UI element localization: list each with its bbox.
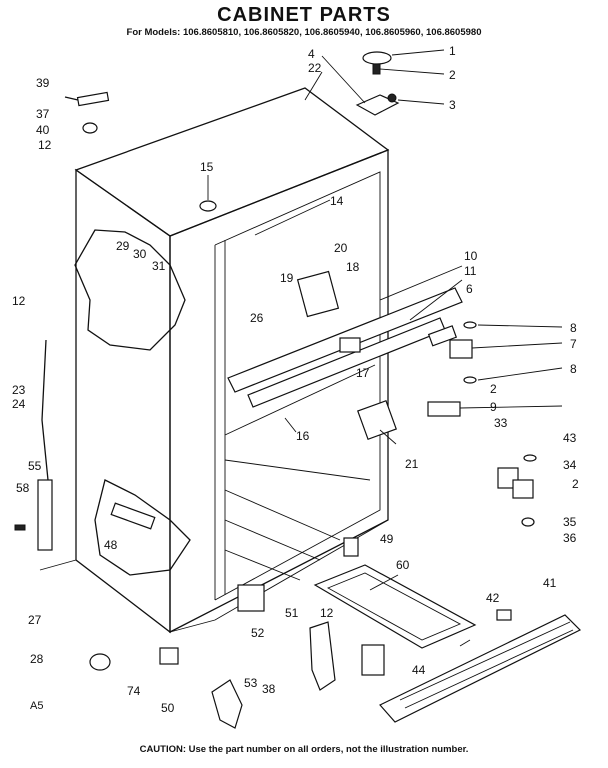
callout-12-left: 12 <box>12 294 26 308</box>
callout-36: 36 <box>563 531 577 545</box>
callout-7: 7 <box>570 337 577 351</box>
bottom-hinge-parts <box>497 454 537 527</box>
callout-44: 44 <box>412 663 426 677</box>
model-list: For Models: 106.8605810, 106.8605820, 10… <box>126 27 482 38</box>
callout-26: 26 <box>250 311 264 325</box>
callout-2: 2 <box>449 68 456 82</box>
cabinet-body <box>39 87 390 634</box>
callout-53: 53 <box>244 676 258 690</box>
callout-30: 30 <box>133 247 147 261</box>
callout-15: 15 <box>200 160 214 174</box>
callout-37: 37 <box>36 107 50 121</box>
callout-27: 27 <box>28 613 42 627</box>
page-title: CABINET PARTS <box>217 4 391 26</box>
center-hinge-parts <box>427 321 477 417</box>
callout-21: 21 <box>405 457 419 471</box>
callout-2-lower: 2 <box>572 477 579 491</box>
callout-16: 16 <box>296 429 310 443</box>
callout-labels: 1 2 3 4 22 39 37 40 12 15 14 29 30 31 20… <box>12 44 579 715</box>
callout-31: 31 <box>152 259 166 273</box>
callout-10: 10 <box>464 249 478 263</box>
callout-35: 35 <box>563 515 577 529</box>
page-code: A5 <box>30 700 44 712</box>
callout-43: 43 <box>563 431 577 445</box>
lower-parts <box>89 502 512 729</box>
callout-12-bottom: 12 <box>320 606 334 620</box>
callout-60: 60 <box>396 558 410 572</box>
callout-2-mid: 2 <box>490 382 497 396</box>
callout-52: 52 <box>251 626 265 640</box>
callout-39: 39 <box>36 76 50 90</box>
callout-12-top: 12 <box>38 138 52 152</box>
callout-28: 28 <box>30 652 44 666</box>
caution-note: CAUTION: Use the part number on all orde… <box>139 744 469 755</box>
callout-58: 58 <box>16 481 30 495</box>
callout-11: 11 <box>464 264 477 278</box>
callout-38: 38 <box>262 682 276 696</box>
callout-42: 42 <box>486 591 500 605</box>
callout-55: 55 <box>28 459 42 473</box>
callout-33: 33 <box>494 416 508 430</box>
callout-18: 18 <box>346 260 360 274</box>
callout-6: 6 <box>466 282 473 296</box>
callout-74: 74 <box>127 684 141 698</box>
callout-9: 9 <box>490 400 497 414</box>
center-parts <box>199 200 397 440</box>
callout-20: 20 <box>334 241 348 255</box>
callout-34: 34 <box>563 458 577 472</box>
leader-lines <box>207 49 563 647</box>
callout-40: 40 <box>36 123 50 137</box>
callout-8-upper: 8 <box>570 321 577 335</box>
drain-pan <box>313 564 477 649</box>
toe-grille <box>379 614 582 723</box>
callout-23: 23 <box>12 383 26 397</box>
top-hinge-assembly <box>355 51 400 116</box>
callout-49: 49 <box>380 532 394 546</box>
callout-19: 19 <box>280 271 294 285</box>
callout-17: 17 <box>356 366 370 380</box>
callout-24: 24 <box>12 397 26 411</box>
callout-48: 48 <box>104 538 118 552</box>
callout-3: 3 <box>449 98 456 112</box>
callout-51: 51 <box>285 606 299 620</box>
callout-14: 14 <box>330 194 344 208</box>
callout-1: 1 <box>449 44 456 58</box>
callout-4: 4 <box>308 47 315 61</box>
callout-50: 50 <box>161 701 175 715</box>
callout-8-lower: 8 <box>570 362 577 376</box>
callout-22: 22 <box>308 61 322 75</box>
callout-29: 29 <box>116 239 130 253</box>
left-side-tubing <box>14 339 53 551</box>
side-panel-cutaway <box>74 229 191 576</box>
callout-41: 41 <box>543 576 557 590</box>
leveler-parts <box>64 91 110 134</box>
